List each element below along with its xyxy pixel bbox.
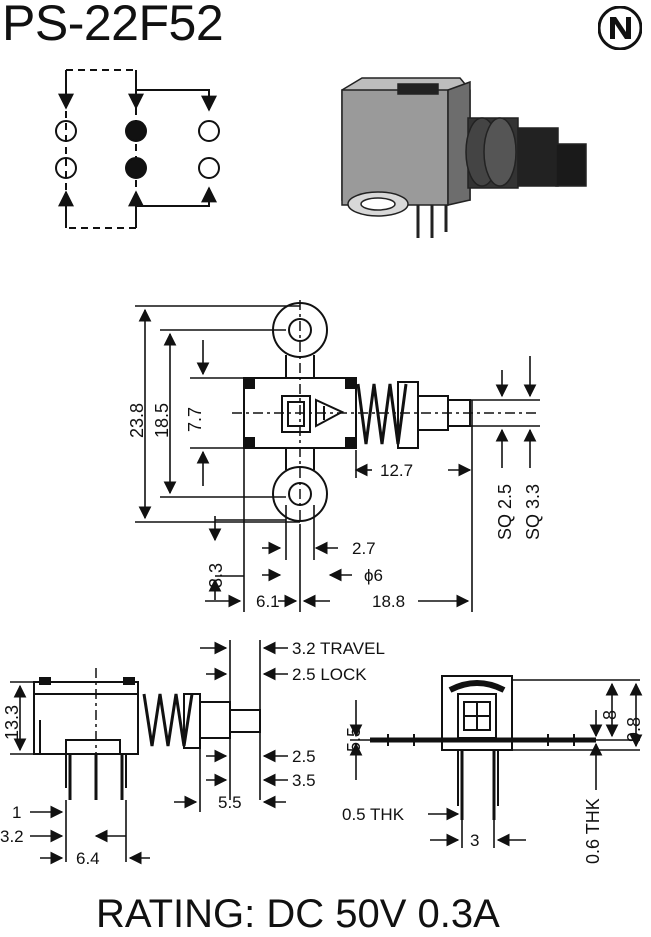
schematic-symbol: [55, 69, 220, 229]
dim-end-height-a: 8: [600, 709, 620, 720]
front-view-dimensions: [135, 305, 540, 612]
dim-side-shaft-a: 2.5: [292, 747, 316, 766]
dim-side-height: 13.3: [2, 704, 22, 740]
dim-end-pin-spacing: 3: [470, 831, 480, 850]
dim-side-pin-offset: 1: [12, 803, 22, 822]
front-view: [232, 300, 540, 525]
dim-front-hole-small: 2.7: [352, 539, 376, 558]
manufacturer-logo: [598, 6, 642, 50]
dim-side-flange: 5.5: [218, 793, 242, 812]
dim-front-body-to-tip: 12.7: [380, 461, 414, 480]
part-number-title: PS-22F52: [2, 0, 224, 51]
dim-end-pin-height: 5.5: [344, 726, 364, 752]
dim-side-pin-pitch-a: 3.2: [0, 827, 24, 846]
dim-side-shaft-b: 3.5: [292, 771, 316, 790]
dim-side-lock: 2.5 LOCK: [292, 665, 367, 684]
dim-front-height-inner: 7.7: [185, 406, 205, 432]
rating-text: RATING: DC 50V 0.3A: [96, 892, 500, 936]
dim-side-travel: 3.2 TRAVEL: [292, 639, 385, 658]
dim-end-height-b: 9.8: [624, 716, 644, 742]
dim-end-body-thk: 0.6 THK: [583, 798, 603, 864]
side-view-dimensions: [10, 640, 288, 865]
dim-front-mount-offset: 3.3: [206, 562, 226, 588]
dim-front-height-mid: 18.5: [152, 402, 172, 438]
dim-front-height-overall: 23.8: [127, 402, 147, 438]
dim-front-hole-large: ϕ6: [364, 566, 383, 585]
end-view-dimensions: [349, 679, 643, 848]
dim-side-pin-pitch-b: 6.4: [76, 849, 100, 868]
dim-end-terminal-thk: 0.5 THK: [342, 805, 405, 824]
dim-front-left-width: 6.1: [256, 592, 280, 611]
product-photo: [341, 77, 587, 238]
side-view: [33, 668, 261, 800]
dim-front-right-length: 18.8: [372, 592, 406, 611]
end-view: [370, 675, 596, 820]
dim-front-shaft-sq-outer: SQ 2.5: [495, 483, 515, 540]
dim-front-shaft-sq-inner: SQ 3.3: [523, 483, 543, 540]
